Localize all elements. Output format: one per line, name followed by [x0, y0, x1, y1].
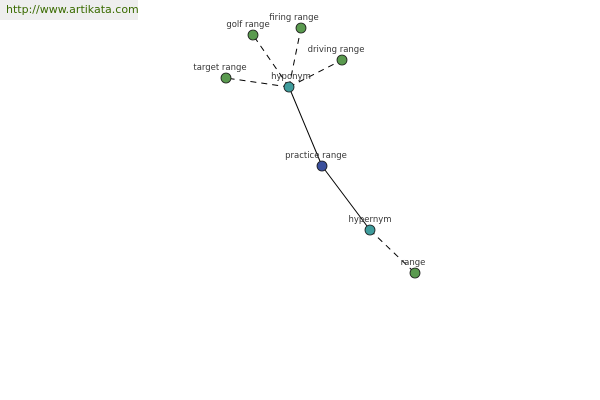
- node-hyponym[interactable]: [283, 81, 295, 93]
- watermark-url[interactable]: http://www.artikata.com: [0, 0, 139, 20]
- edge-practice-range-to-hypernym: [321, 165, 371, 231]
- node-target-range[interactable]: [220, 72, 232, 84]
- edge-hyponym-to-driving-range: [288, 59, 343, 88]
- node-hypernym[interactable]: [364, 224, 376, 236]
- node-firing-range[interactable]: [295, 22, 307, 34]
- nodes-layer: [220, 22, 421, 279]
- label-hyponym[interactable]: hyponym: [271, 72, 311, 82]
- label-range[interactable]: range: [401, 258, 426, 268]
- edge-practice-range-to-hyponym: [288, 86, 323, 167]
- node-range[interactable]: [409, 267, 421, 279]
- node-golf-range[interactable]: [247, 29, 259, 41]
- node-driving-range[interactable]: [336, 54, 348, 66]
- label-hypernym[interactable]: hypernym: [348, 215, 391, 225]
- label-golf-range[interactable]: golf range: [226, 20, 269, 30]
- label-practice-range[interactable]: practice range: [285, 151, 347, 161]
- edges-layer: [225, 27, 416, 274]
- labels-layer: practice range hyponym hypernym golf rangef…: [193, 13, 425, 268]
- node-practice-range[interactable]: [316, 160, 328, 172]
- label-driving-range[interactable]: driving range: [308, 45, 365, 55]
- label-target-range[interactable]: target range: [193, 63, 246, 73]
- label-firing-range[interactable]: firing range: [269, 13, 318, 23]
